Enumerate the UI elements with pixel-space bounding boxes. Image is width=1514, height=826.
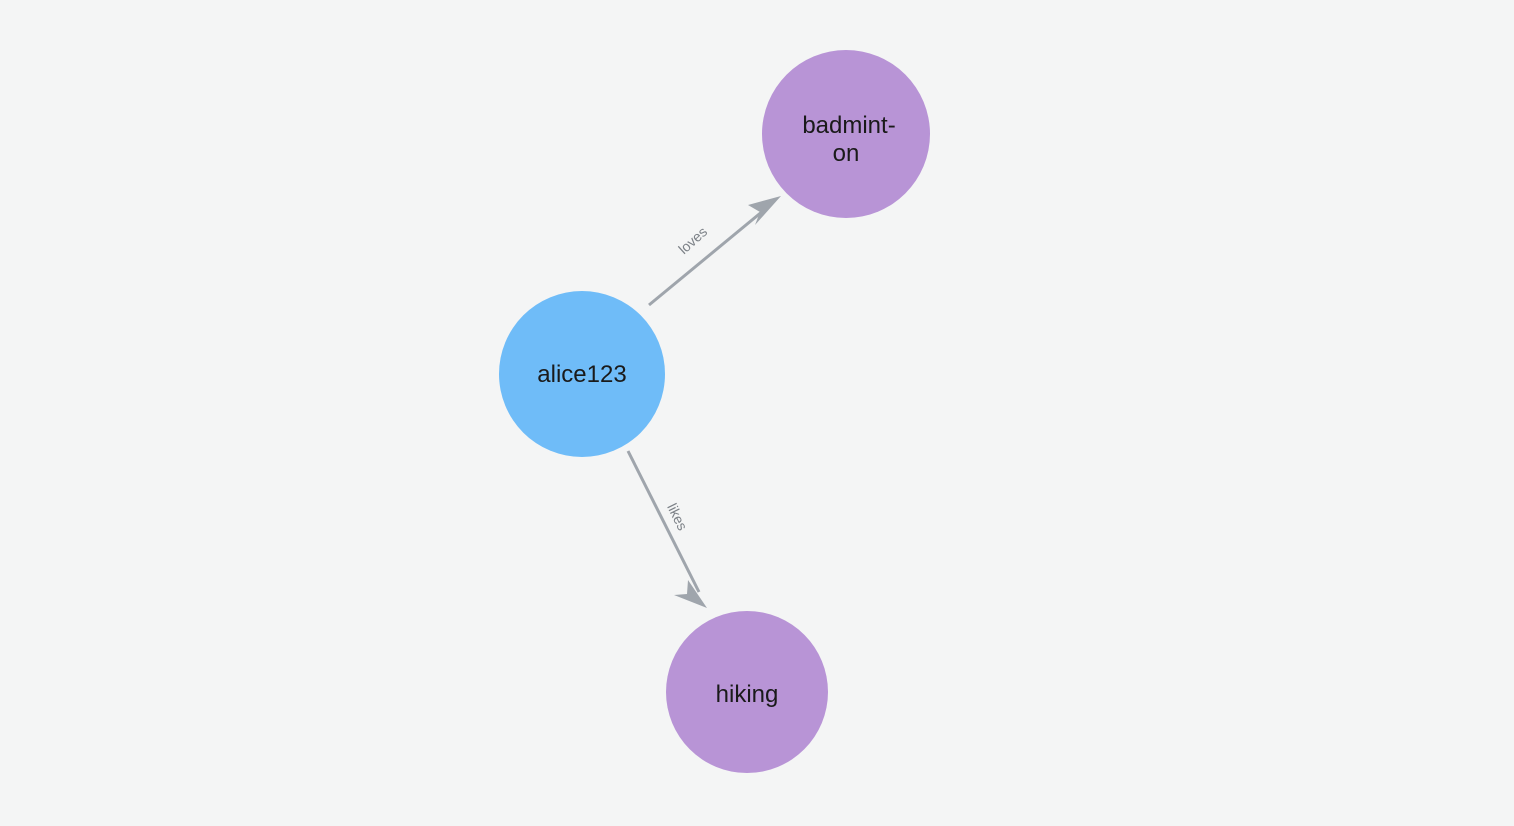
node-badminton[interactable]: badmint- on	[762, 50, 930, 218]
edge-line-loves[interactable]	[648, 204, 770, 307]
node-label-hiking: hiking	[716, 681, 779, 708]
edge-label-loves: loves	[675, 223, 710, 257]
node-hiking[interactable]: hiking	[666, 611, 828, 773]
edge-alice123-likes-hiking[interactable]: likes	[626, 450, 707, 608]
nodes-layer: alice123 badmint- on hiking	[499, 50, 930, 773]
arrowhead-icon-likes	[674, 580, 707, 608]
node-circle-alice123[interactable]	[499, 291, 665, 457]
node-circle-badminton[interactable]	[762, 50, 930, 218]
arrowhead-icon-loves	[748, 196, 781, 225]
node-alice123[interactable]: alice123	[499, 291, 665, 457]
edge-line-likes[interactable]	[626, 450, 701, 593]
node-circle-hiking[interactable]	[666, 611, 828, 773]
node-label-badminton-line2: on	[833, 140, 860, 167]
node-label-badminton-line1: badmint-	[802, 112, 895, 139]
node-label-alice123: alice123	[537, 361, 626, 388]
edge-alice123-loves-badminton[interactable]: loves	[648, 196, 781, 307]
